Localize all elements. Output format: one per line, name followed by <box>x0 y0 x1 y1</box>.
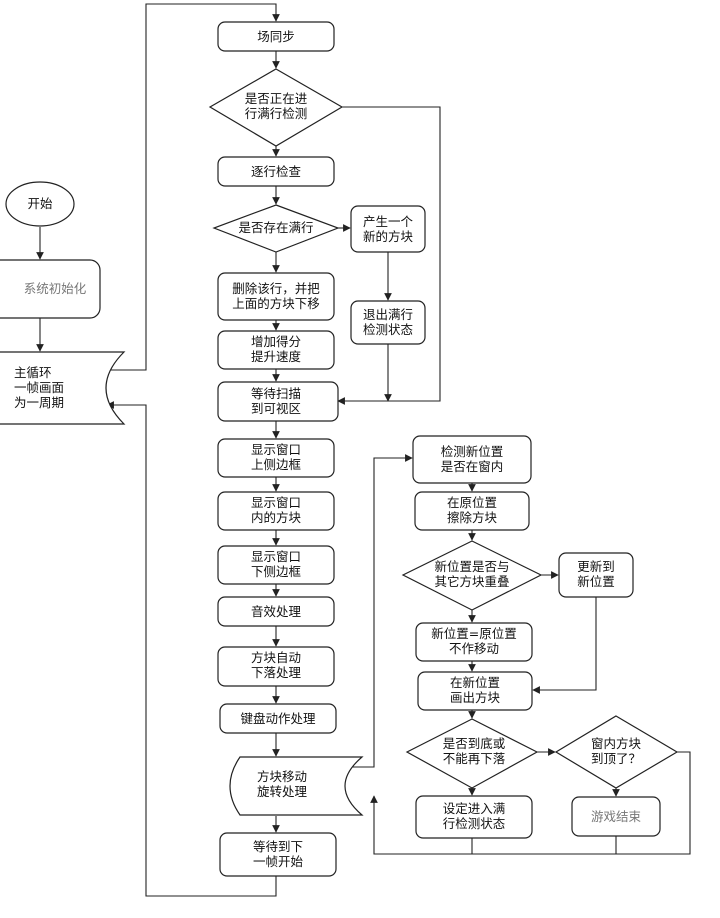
delete-row-node: 删除该行，并把上面的方块下移 <box>217 272 335 321</box>
wait-scan-node: 等待扫描到可视区 <box>217 381 339 422</box>
check-rows-node: 逐行检查 <box>217 156 335 187</box>
show-bottom-label: 显示窗口下侧边框 <box>251 549 302 579</box>
edges <box>36 3 691 897</box>
top-label: 窗内方块到顶了？ <box>591 736 642 766</box>
full-row-exists-decision: 是否存在满行 <box>212 204 340 253</box>
init-node: 系统初始化 <box>0 259 101 319</box>
exit-full-node: 退出满行检测状态 <box>350 300 426 345</box>
auto-fall-label: 方块自动下落处理 <box>251 650 302 680</box>
new-block-label: 产生一个新的方块 <box>363 214 414 244</box>
show-top-node: 显示窗口上侧边框 <box>217 438 335 478</box>
full-row-check-decision: 是否正在进行满行检测 <box>208 68 344 147</box>
move-rotate-label: 方块移动旋转处理 <box>257 769 308 799</box>
mainloop-node: 主循环一帧画面为一周期 <box>0 351 126 425</box>
move-rotate-node: 方块移动旋转处理 <box>229 756 364 816</box>
check-rows-label: 逐行检查 <box>251 164 302 179</box>
edge-topq-return <box>370 751 691 855</box>
field-sync-label: 场同步 <box>257 29 295 44</box>
sound-label: 音效处理 <box>251 604 302 619</box>
show-blocks-node: 显示窗口内的方块 <box>217 491 335 531</box>
update-pos-node: 更新到新位置 <box>558 552 634 598</box>
keyboard-label: 键盘动作处理 <box>240 711 316 726</box>
wait-next-node: 等待到下一帧开始 <box>219 832 337 877</box>
game-over-node: 游戏结束 <box>571 796 661 837</box>
start-node: 开始 <box>5 181 75 227</box>
overlap-label: 新位置是否与其它方块重叠 <box>434 559 509 589</box>
erase-old-label: 在原位置擦除方块 <box>447 495 498 525</box>
edge-move-checknew <box>346 454 413 768</box>
erase-old-node: 在原位置擦除方块 <box>414 491 530 531</box>
delete-row-label: 删除该行，并把上面的方块下移 <box>232 281 320 311</box>
init-label: 系统初始化 <box>24 281 87 296</box>
add-score-label: 增加得分提升速度 <box>251 334 302 364</box>
auto-fall-node: 方块自动下落处理 <box>217 646 335 687</box>
edge-mainloop-fieldsync <box>100 3 280 371</box>
keep-pos-node: 新位置=原位置不作移动 <box>415 622 533 662</box>
exit-full-label: 退出满行检测状态 <box>363 307 413 337</box>
draw-new-label: 在新位置画出方块 <box>450 675 501 705</box>
edge-waitnext-mainloop <box>106 401 277 897</box>
mainloop-label: 主循环一帧画面为一周期 <box>14 365 64 410</box>
set-full-node: 设定进入满行检测状态 <box>415 795 533 839</box>
keyboard-node: 键盘动作处理 <box>219 703 337 734</box>
show-blocks-label: 显示窗口内的方块 <box>251 495 302 525</box>
edge-q1-right-to-wait <box>337 106 441 405</box>
update-pos-label: 更新到新位置 <box>577 559 615 589</box>
full-row-exists-label: 是否存在满行 <box>238 220 313 235</box>
show-top-label: 显示窗口上侧边框 <box>251 442 302 472</box>
start-label: 开始 <box>27 196 53 211</box>
draw-new-node: 在新位置画出方块 <box>417 671 533 711</box>
check-newpos-label: 检测新位置是否在窗内 <box>441 444 504 474</box>
keep-pos-label: 新位置=原位置不作移动 <box>431 626 516 656</box>
add-score-node: 增加得分提升速度 <box>217 330 335 370</box>
set-full-label: 设定进入满行检测状态 <box>443 801 506 831</box>
field-sync-node: 场同步 <box>217 21 335 52</box>
bottom-label: 是否到底或不能再下落 <box>443 736 506 766</box>
check-newpos-node: 检测新位置是否在窗内 <box>412 435 532 484</box>
sound-node: 音效处理 <box>217 596 335 627</box>
show-bottom-node: 显示窗口下侧边框 <box>217 545 335 585</box>
overlap-decision: 新位置是否与其它方块重叠 <box>401 540 543 611</box>
bottom-decision: 是否到底或不能再下落 <box>405 718 539 789</box>
wait-scan-label: 等待扫描到可视区 <box>251 386 301 416</box>
top-decision: 窗内方块到顶了？ <box>554 715 679 789</box>
edge-update-draw <box>532 597 597 694</box>
full-row-check-label: 是否正在进行满行检测 <box>245 91 308 121</box>
game-over-label: 游戏结束 <box>591 809 642 824</box>
new-block-node: 产生一个新的方块 <box>350 205 426 253</box>
wait-next-label: 等待到下一帧开始 <box>253 839 304 869</box>
